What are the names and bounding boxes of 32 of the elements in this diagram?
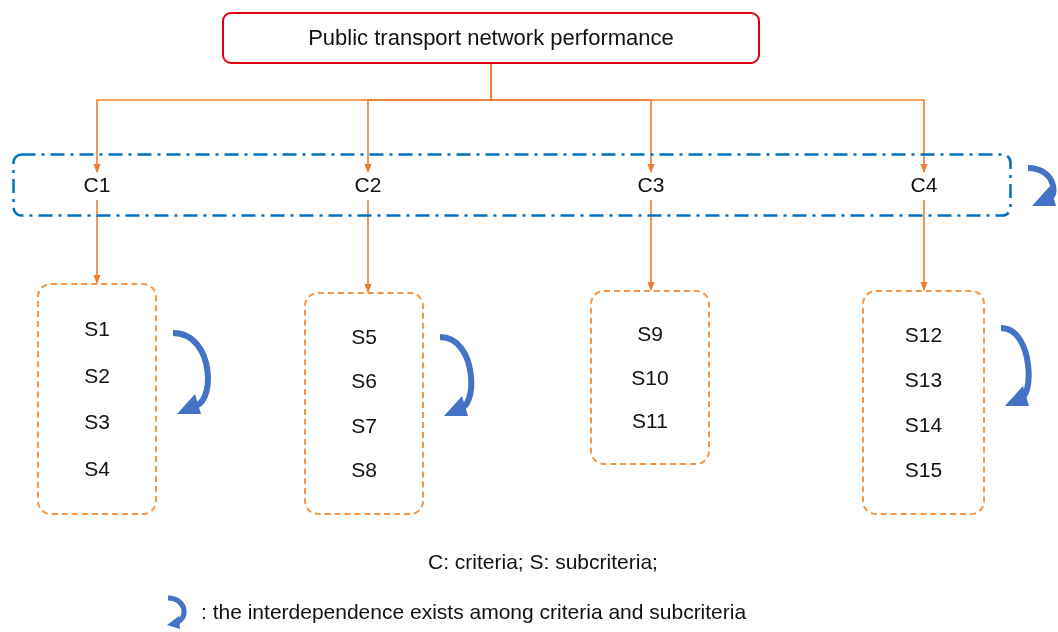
goal-box — [222, 12, 760, 64]
arrow — [93, 199, 101, 284]
criterion-label: C3 — [631, 172, 671, 198]
subcriterion-label: S13 — [904, 368, 943, 392]
arrow — [647, 199, 655, 291]
criterion-label: C2 — [348, 172, 388, 198]
subcriterion-label: S10 — [631, 365, 669, 390]
subcriterion-label: S6 — [351, 369, 377, 394]
note-text: C: criteria; S: subcriteria; — [428, 550, 658, 574]
goal-title: Public transport network performance — [308, 25, 674, 51]
subcriterion-label: S8 — [351, 458, 377, 483]
legend-text: : the interdependence exists among criteria and subcriteria — [201, 600, 747, 624]
subcriterion-label: S15 — [904, 458, 943, 482]
criterion-label: C4 — [904, 172, 944, 198]
subcriterion-label: S9 — [637, 321, 663, 346]
criterion-label: C1 — [77, 172, 117, 198]
subcriterion-label: S5 — [351, 324, 377, 349]
subcriteria-group — [304, 292, 424, 515]
subcriteria-group — [590, 290, 710, 465]
subcriterion-label: S7 — [351, 413, 377, 438]
subcriterion-label: S4 — [84, 456, 110, 481]
arrow — [920, 199, 928, 291]
arrow — [364, 199, 372, 293]
subcriteria-group — [37, 283, 157, 515]
subcriterion-label: S12 — [904, 323, 943, 347]
criteria-band — [12, 153, 1012, 217]
subcriterion-label: S2 — [84, 363, 110, 388]
subcriterion-label: S3 — [84, 410, 110, 435]
subcriterion-label: S14 — [904, 413, 943, 437]
subcriteria-group — [862, 290, 985, 515]
subcriterion-label: S11 — [632, 409, 668, 434]
subcriterion-label: S1 — [84, 317, 110, 342]
